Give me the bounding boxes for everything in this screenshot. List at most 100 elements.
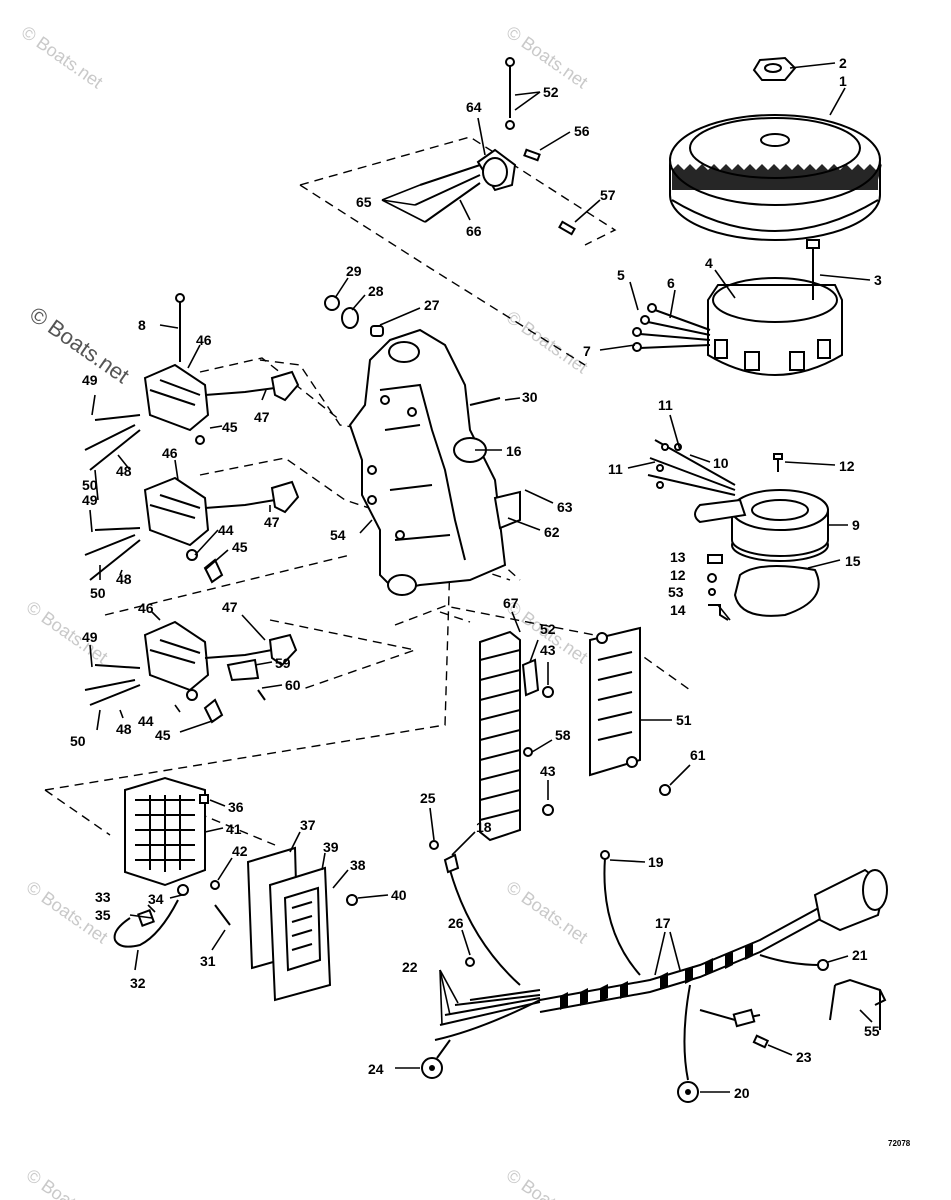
watermark: © Boats.net	[503, 1165, 592, 1200]
callout-5: 5	[617, 267, 625, 283]
callout-56: 56	[574, 123, 590, 139]
callout-11b: 11	[608, 461, 623, 477]
callout-26: 26	[448, 915, 464, 931]
callout-63: 63	[557, 499, 573, 515]
callout-27: 27	[424, 297, 440, 313]
flywheel-nut	[752, 56, 797, 81]
callout-12b: 12	[670, 567, 686, 583]
callout-33: 33	[95, 889, 111, 905]
callout-65: 65	[356, 194, 372, 210]
callout-10: 10	[713, 455, 729, 471]
callout-50b: 50	[90, 585, 106, 601]
callout-37: 37	[300, 817, 316, 833]
ignition-coil-top	[84, 293, 300, 471]
callout-53: 53	[668, 584, 684, 600]
callout-4: 4	[705, 255, 713, 271]
callout-8: 8	[138, 317, 146, 333]
watermark: © Boats.net	[23, 1165, 112, 1200]
document-number: 72078	[888, 1139, 911, 1148]
callout-43b: 43	[540, 763, 556, 779]
alignment-lines	[44, 136, 691, 846]
callout-64: 64	[466, 99, 482, 115]
callout-52b: 52	[540, 621, 556, 637]
callout-47b: 47	[264, 514, 280, 530]
callout-labels: 2 1 3 4 5 6 7 8 9 10 11 11 12 13 12 14 1…	[70, 55, 882, 1101]
callout-57: 57	[600, 187, 616, 203]
callout-55: 55	[864, 1023, 880, 1039]
leader-lines	[89, 62, 873, 1093]
stator	[632, 239, 843, 376]
rectifier	[246, 846, 358, 1002]
callout-16: 16	[506, 443, 522, 459]
watermark: © Boats.net	[503, 307, 592, 377]
callout-20: 20	[734, 1085, 750, 1101]
callout-49b: 49	[82, 492, 98, 508]
timer-base	[647, 439, 829, 621]
callout-7: 7	[583, 343, 591, 359]
callout-32: 32	[130, 975, 146, 991]
callout-30: 30	[522, 389, 538, 405]
callout-9: 9	[852, 517, 860, 533]
callout-49: 49	[82, 372, 98, 388]
callout-48: 48	[116, 463, 132, 479]
callout-29: 29	[346, 263, 362, 279]
wiring-harness	[421, 840, 888, 1103]
callout-21: 21	[852, 947, 868, 963]
callout-14: 14	[670, 602, 686, 618]
callout-46c: 46	[138, 600, 154, 616]
callout-50c: 50	[70, 733, 86, 749]
decal-plate	[589, 626, 671, 796]
callout-31: 31	[200, 953, 216, 969]
callout-52: 52	[543, 84, 559, 100]
callout-42: 42	[232, 843, 248, 859]
callout-15: 15	[845, 553, 861, 569]
callout-61: 61	[690, 747, 706, 763]
ignition-coil-bottom	[84, 620, 298, 724]
watermark: © Boats.net	[503, 877, 592, 947]
callout-6: 6	[667, 275, 675, 291]
callout-18: 18	[476, 819, 492, 835]
callout-48b: 48	[116, 571, 132, 587]
callout-46b: 46	[162, 445, 178, 461]
watermark: © Boats.net	[23, 597, 112, 667]
callout-49c: 49	[82, 629, 98, 645]
callout-23: 23	[796, 1049, 812, 1065]
top-bracket	[414, 57, 576, 236]
callout-25: 25	[420, 790, 436, 806]
callout-59: 59	[275, 655, 291, 671]
callout-28: 28	[368, 283, 384, 299]
callout-19: 19	[648, 854, 664, 870]
callout-11: 11	[658, 397, 673, 413]
callout-47: 47	[254, 409, 270, 425]
watermark-main: © Boats.net	[25, 302, 134, 389]
callout-60: 60	[285, 677, 301, 693]
flywheel	[669, 114, 882, 241]
callout-39: 39	[323, 839, 339, 855]
callout-51: 51	[676, 712, 692, 728]
callout-47c: 47	[222, 599, 238, 615]
armature-plate	[324, 295, 521, 596]
callout-1: 1	[839, 73, 847, 89]
callout-48c: 48	[116, 721, 132, 737]
callout-24: 24	[368, 1061, 384, 1077]
callout-40: 40	[391, 887, 407, 903]
ignition-coil-middle	[84, 476, 300, 584]
switch-box	[113, 776, 231, 948]
callout-67: 67	[503, 595, 519, 611]
callout-62: 62	[544, 524, 560, 540]
callout-12: 12	[839, 458, 855, 474]
callout-34: 34	[148, 891, 164, 907]
callout-54: 54	[330, 527, 346, 543]
callout-17: 17	[655, 915, 671, 931]
terminal-block	[479, 630, 554, 842]
callout-44b: 44	[138, 713, 154, 729]
callout-45c: 45	[155, 727, 171, 743]
callout-58: 58	[555, 727, 571, 743]
callout-13: 13	[670, 549, 686, 565]
callout-38: 38	[350, 857, 366, 873]
callout-3: 3	[874, 272, 882, 288]
callout-43: 43	[540, 642, 556, 658]
callout-22: 22	[402, 959, 418, 975]
callout-2: 2	[839, 55, 847, 71]
